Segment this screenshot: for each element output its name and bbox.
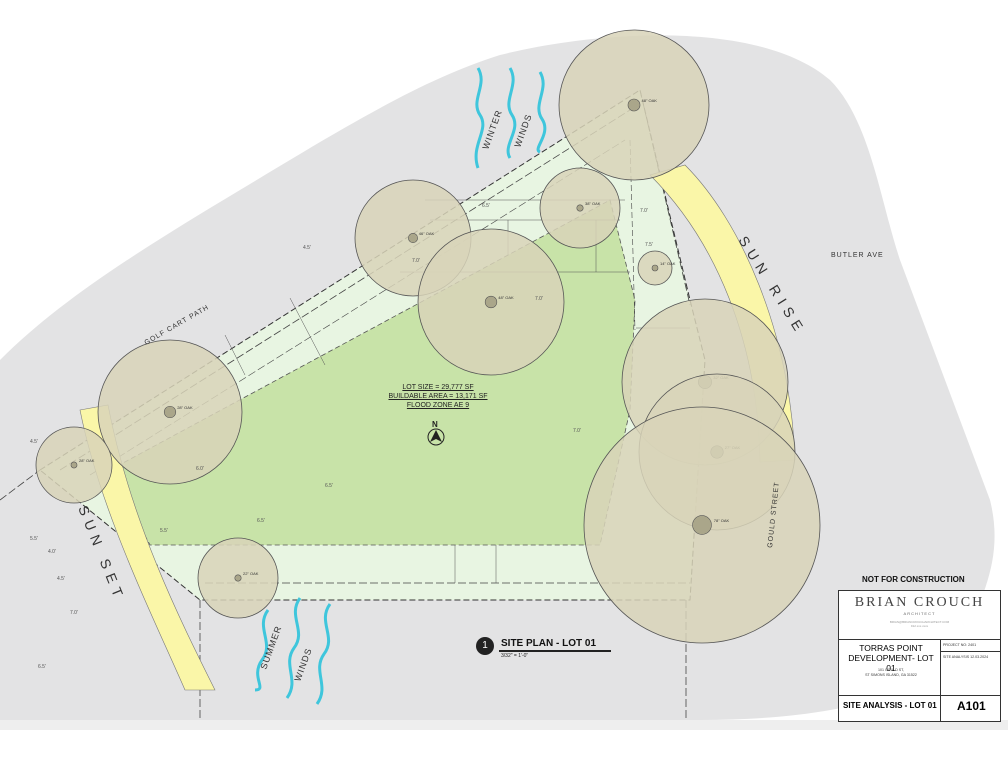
contour-label: 6.5' xyxy=(482,203,490,209)
title-block-divider xyxy=(940,651,1000,652)
address-line1: 101 GOULD ST, xyxy=(878,668,904,672)
contour-label: 6.5' xyxy=(257,518,265,524)
site-plan-number-bubble: 1 xyxy=(476,637,494,655)
setback-line xyxy=(0,469,41,501)
dimension-line xyxy=(224,334,246,376)
tree-group: 48" OAK 46" OAK 48" OAK 38" OAK 28" OAK 14" O… xyxy=(35,29,821,644)
page-bottom-band xyxy=(0,720,1008,730)
butler-ave-label: BUTLER AVE xyxy=(831,252,884,259)
tree-trunk xyxy=(163,405,177,419)
tree-label: 78" OAK xyxy=(714,518,730,523)
tree-label: 22" OAK xyxy=(243,571,259,576)
firm-subtitle: ARCHITECT xyxy=(903,611,936,616)
contour-label: 4.5' xyxy=(303,245,311,251)
buildable-area-text: BUILDABLE AREA = 13,171 SF xyxy=(388,393,488,400)
contour-label: 7.0' xyxy=(535,296,543,302)
project-name-line2: DEVELOPMENT- LOT 01 xyxy=(848,653,934,673)
north-arrow-icon: N xyxy=(427,420,445,446)
lot-info: LOT SIZE = 29,777 SF BUILDABLE AREA = 13… xyxy=(378,383,498,410)
contour-label: 6.0' xyxy=(196,466,204,472)
title-block-divider xyxy=(940,639,941,721)
project-name-line1: TORRAS POINT xyxy=(859,643,923,653)
flood-zone-text: FLOOD ZONE AE 9 xyxy=(406,402,470,409)
sheet-name: SITE ANALYSIS - LOT 01 xyxy=(843,701,937,710)
title-block: BRIAN CROUCH ARCHITECT BRIAN@BRIANCROUCH… xyxy=(838,590,1001,722)
contour-label: 4.0' xyxy=(48,549,56,555)
contour-label: 7.0' xyxy=(412,258,420,264)
winter-winds-icon xyxy=(474,67,547,169)
contour-label: 4.5' xyxy=(30,439,38,445)
firm-name: BRIAN CROUCH xyxy=(854,595,985,610)
firm-logo: BRIAN CROUCH ARCHITECT BRIAN@BRIANCROUCH… xyxy=(839,591,1000,640)
tree-trunk xyxy=(408,233,418,243)
sheet-date: SITE ANALYSIS 12.03.2024 xyxy=(943,655,989,659)
address-line2: ST SIMONS ISLAND, GA 31522 xyxy=(865,673,917,677)
tree-label: 48" OAK xyxy=(642,98,658,103)
project-number: PROJECT NO: 2401 xyxy=(943,643,977,647)
contour-label: 7.0' xyxy=(640,208,648,214)
tree-trunk xyxy=(576,204,584,212)
site-plan-drawing: 48" OAK 46" OAK 48" OAK 38" OAK 28" OAK 14" O… xyxy=(0,29,1008,730)
contour-label: 7.0' xyxy=(70,610,78,616)
tree-label: 14" OAK xyxy=(660,261,676,266)
firm-email: BRIAN@BRIANCROUCHARCHITECT.COM xyxy=(889,620,950,624)
contour-label: 4.5' xyxy=(57,576,65,582)
project-address: 101 GOULD ST, ST SIMONS ISLAND, GA 31522 xyxy=(843,668,939,678)
north-arrow-label: N xyxy=(432,420,438,429)
summer-winds-icon xyxy=(254,597,332,705)
tree-label: 28" OAK xyxy=(79,458,95,463)
tree-label: 46" OAK xyxy=(419,231,435,236)
site-plan-scale: 3/32" = 1'-0" xyxy=(501,653,529,659)
tree-label: 38" OAK xyxy=(585,201,601,206)
contour-label: 7.0' xyxy=(573,428,581,434)
tree-trunk xyxy=(234,574,242,582)
lot-size-text: LOT SIZE = 29,777 SF xyxy=(402,384,474,391)
firm-phone: 912.xxx.xxxx xyxy=(910,624,929,628)
tree-trunk xyxy=(692,515,712,535)
project-name: TORRAS POINT DEVELOPMENT- LOT 01 xyxy=(843,643,939,673)
project-info: TORRAS POINT DEVELOPMENT- LOT 01 101 GOU… xyxy=(839,639,1000,696)
site-plan-title: SITE PLAN - LOT 01 xyxy=(501,638,597,649)
contour-label: 6.5' xyxy=(38,664,46,670)
sunset-path xyxy=(79,404,216,691)
dimension-line xyxy=(289,297,326,366)
terrain-lobe-left xyxy=(0,300,110,720)
tree-trunk xyxy=(651,264,659,272)
tree-trunk xyxy=(484,295,498,309)
contour-label: 5.5' xyxy=(160,528,168,534)
contour-label: 6.5' xyxy=(325,483,333,489)
tree-trunk xyxy=(627,98,641,112)
tree-trunk xyxy=(70,461,78,469)
contour-label: 5.5' xyxy=(30,536,38,542)
tree-label: 28" OAK xyxy=(177,405,193,410)
contour-label: 7.5' xyxy=(645,242,653,248)
site-plan-title-rule xyxy=(499,650,611,652)
tree-label: 48" OAK xyxy=(498,295,514,300)
sheet-number: A101 xyxy=(957,699,986,713)
not-for-construction-label: NOT FOR CONSTRUCTION xyxy=(862,575,965,584)
